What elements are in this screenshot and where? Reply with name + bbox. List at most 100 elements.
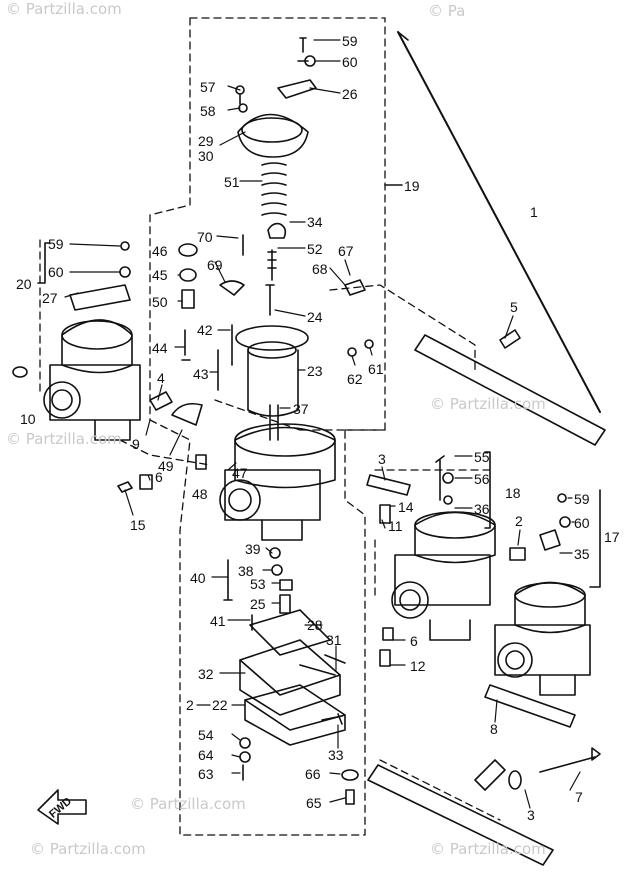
assembly-outline-right: [329, 284, 501, 821]
label-26: 26: [342, 86, 358, 102]
label-60: 60: [342, 54, 358, 70]
label-40: 40: [190, 570, 206, 586]
label-23: 23: [307, 363, 323, 379]
bracket-20: [37, 242, 51, 284]
label-3b: 3: [527, 807, 535, 823]
float-bowl: [239, 609, 359, 805]
label-18: 18: [505, 485, 521, 501]
watermark: © Partzilla.com: [430, 395, 546, 413]
mounting-bars: [299, 279, 606, 866]
label-43: 43: [193, 366, 209, 382]
label-3: 3: [378, 451, 386, 467]
label-20: 20: [16, 276, 32, 292]
label-64: 64: [198, 747, 214, 763]
assembly-outline-19: [39, 17, 386, 836]
left-small-parts: [117, 234, 245, 493]
label-59b: 59: [48, 236, 64, 252]
label-60c: 60: [574, 515, 590, 531]
label-54: 54: [198, 727, 214, 743]
label-35: 35: [574, 546, 590, 562]
label-38: 38: [238, 563, 254, 579]
label-29: 29: [198, 133, 214, 149]
label-58: 58: [200, 103, 216, 119]
label-48: 48: [192, 486, 208, 502]
label-56: 56: [474, 471, 490, 487]
label-57: 57: [200, 79, 216, 95]
label-59c: 59: [574, 491, 590, 507]
leader-1: [397, 31, 601, 413]
label-37: 37: [293, 401, 309, 417]
label-60b: 60: [48, 264, 64, 280]
label-5: 5: [510, 299, 518, 315]
label-53: 53: [250, 576, 266, 592]
label-67: 67: [338, 243, 354, 259]
label-25: 25: [250, 596, 266, 612]
bracket-17: [589, 489, 601, 588]
label-46: 46: [152, 243, 168, 259]
label-62: 62: [347, 371, 363, 387]
label-50: 50: [152, 294, 168, 310]
left-carburetor: [12, 284, 141, 441]
label-27: 27: [42, 290, 58, 306]
label-45: 45: [152, 267, 168, 283]
label-52: 52: [307, 241, 323, 257]
label-41: 41: [210, 613, 226, 629]
label-14: 14: [398, 499, 414, 515]
label-61: 61: [368, 361, 384, 377]
label-33: 33: [328, 747, 344, 763]
label-4: 4: [157, 370, 165, 386]
bracket-18: [484, 451, 491, 529]
label-39: 39: [245, 541, 261, 557]
watermark: © Partzilla.com: [130, 795, 246, 813]
fwd-arrow: [37, 789, 87, 825]
label-30: 30: [198, 148, 214, 164]
center-carburetor: [219, 423, 336, 631]
label-42: 42: [197, 322, 213, 338]
watermark: © Pa: [428, 2, 466, 20]
label-12: 12: [410, 658, 426, 674]
label-6: 6: [155, 469, 163, 485]
label-19: 19: [404, 178, 420, 194]
label-69: 69: [207, 257, 223, 273]
label-11: 11: [388, 518, 403, 534]
label-36: 36: [474, 501, 490, 517]
label-8: 8: [490, 721, 498, 737]
label-55: 55: [474, 449, 490, 465]
label-32: 32: [198, 666, 214, 682]
watermark: © Partzilla.com: [6, 430, 122, 448]
right-carburetor-17: [494, 493, 591, 696]
leader-lines: [64, 39, 581, 809]
right-carburetor-18: [379, 455, 496, 667]
watermark: © Partzilla.com: [430, 840, 546, 858]
label-9: 9: [132, 436, 140, 452]
label-65: 65: [306, 795, 322, 811]
label-44: 44: [152, 340, 168, 356]
label-59: 59: [342, 33, 358, 49]
label-28: 28: [307, 617, 323, 633]
label-1: 1: [530, 204, 538, 220]
watermark: © Partzilla.com: [30, 840, 146, 858]
label-7: 7: [575, 789, 583, 805]
top-cap-group: [235, 37, 317, 441]
label-6b: 6: [410, 633, 418, 649]
label-22: 22: [212, 697, 228, 713]
label-66: 66: [305, 766, 321, 782]
label-24: 24: [307, 309, 323, 325]
label-2: 2: [515, 513, 523, 529]
label-47: 47: [232, 465, 248, 481]
label-70: 70: [197, 229, 213, 245]
label-31: 31: [326, 632, 342, 648]
label-2b: 2: [186, 697, 194, 713]
label-15: 15: [130, 517, 146, 533]
label-68: 68: [312, 261, 328, 277]
label-10: 10: [20, 411, 36, 427]
label-49: 49: [158, 458, 174, 474]
label-34: 34: [307, 214, 323, 230]
label-17: 17: [604, 529, 620, 545]
watermark: © Partzilla.com: [6, 0, 122, 18]
label-51: 51: [224, 174, 240, 190]
label-63: 63: [198, 766, 214, 782]
leader-1b: [397, 31, 409, 41]
